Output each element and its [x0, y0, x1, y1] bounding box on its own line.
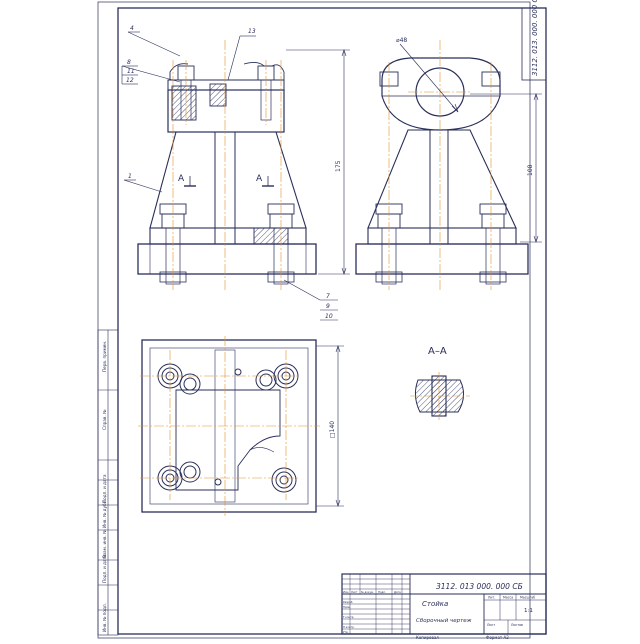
designation-vertical: 3112. 013. 000. 000 СБ [531, 0, 539, 76]
dimension-108-label: 108 [527, 164, 534, 176]
dimension-total-height [286, 49, 350, 275]
dimension-axis-height [399, 43, 542, 243]
leader-part-7: 7 [326, 293, 330, 300]
front-view-centerlines [172, 40, 282, 290]
row-label-doc: № докум. [361, 591, 374, 594]
row-label-prov: Пров. [343, 605, 351, 609]
row-label-utv: Утв. [343, 630, 349, 634]
leader-part-4: 4 [130, 25, 134, 32]
top-right-designation-box: 3112. 013. 000. 000 СБ [521, 0, 547, 81]
stamp-label-6: Подп. и дата [102, 554, 107, 583]
title-block-text: 3112. 013 000. 000 СБ Стойка Сборочный ч… [343, 582, 535, 634]
leader-part-9: 9 [326, 303, 330, 310]
leader-part-11: 11 [127, 68, 135, 75]
cut-mark-right: А [256, 174, 263, 184]
sheet-label: Лист [487, 623, 495, 627]
row-label-razrab: Разраб. [343, 600, 353, 604]
part-name: Стойка [422, 600, 448, 608]
leader-part-12: 12 [126, 77, 134, 84]
leader-part-8: 8 [127, 59, 131, 66]
stamp-label-3: Подп. и дата [102, 474, 107, 503]
stamp-label-5: Взам. инв. № [102, 529, 107, 558]
scale-value: 1:1 [524, 608, 533, 614]
margin-stamp-labels: Перв. примен. Справ. № Подп. и дата Инв.… [102, 341, 107, 632]
row-label-izm: Изм. [343, 590, 349, 594]
col-mass: Масса [503, 596, 513, 600]
row-label-nkontr: Н.контр. [343, 625, 355, 629]
format-label: Формат А2 [486, 635, 509, 640]
sheets-label: Листов [511, 623, 523, 627]
leader-part-1: 1 [128, 173, 132, 180]
doc-type: Сборочный чертеж [416, 618, 472, 624]
designation: 3112. 013 000. 000 СБ [436, 582, 523, 591]
row-label-tkontr: Т.контр. [343, 615, 354, 619]
margin-stamps [97, 329, 119, 636]
section-title: А–А [428, 346, 447, 357]
stamp-label-2: Справ. № [102, 409, 107, 430]
col-scale: Масштаб [520, 596, 535, 600]
cut-mark-left: А [178, 174, 185, 184]
front-view [137, 61, 317, 285]
row-label-sign: Подп. [378, 590, 386, 594]
leader-part-13: 13 [248, 28, 256, 35]
col-lit: Лит. [488, 596, 495, 600]
row-label-list: Лист [351, 590, 358, 594]
plan-view-centerlines [138, 336, 320, 516]
plan-bolts [157, 363, 299, 493]
dimension-square-label: □140 [329, 421, 336, 438]
copied-label: Копировал [416, 635, 439, 640]
front-leaders [121, 31, 338, 321]
title-block [341, 573, 547, 635]
sheet-frame [97, 1, 547, 639]
stamp-label-1: Перв. примен. [102, 341, 107, 372]
row-label-date: Дата [394, 590, 401, 594]
stamp-label-7: Инв. № подл. [102, 603, 107, 632]
stamp-label-4: Инв. № дубл. [102, 499, 107, 528]
leader-part-10: 10 [325, 313, 333, 320]
dimension-175-label: 175 [335, 160, 342, 172]
side-view-centerlines [388, 40, 492, 290]
dimension-plate-square [316, 345, 344, 507]
dimension-diameter-label: ⌀48 [396, 37, 407, 44]
section-centerlines [410, 372, 470, 420]
